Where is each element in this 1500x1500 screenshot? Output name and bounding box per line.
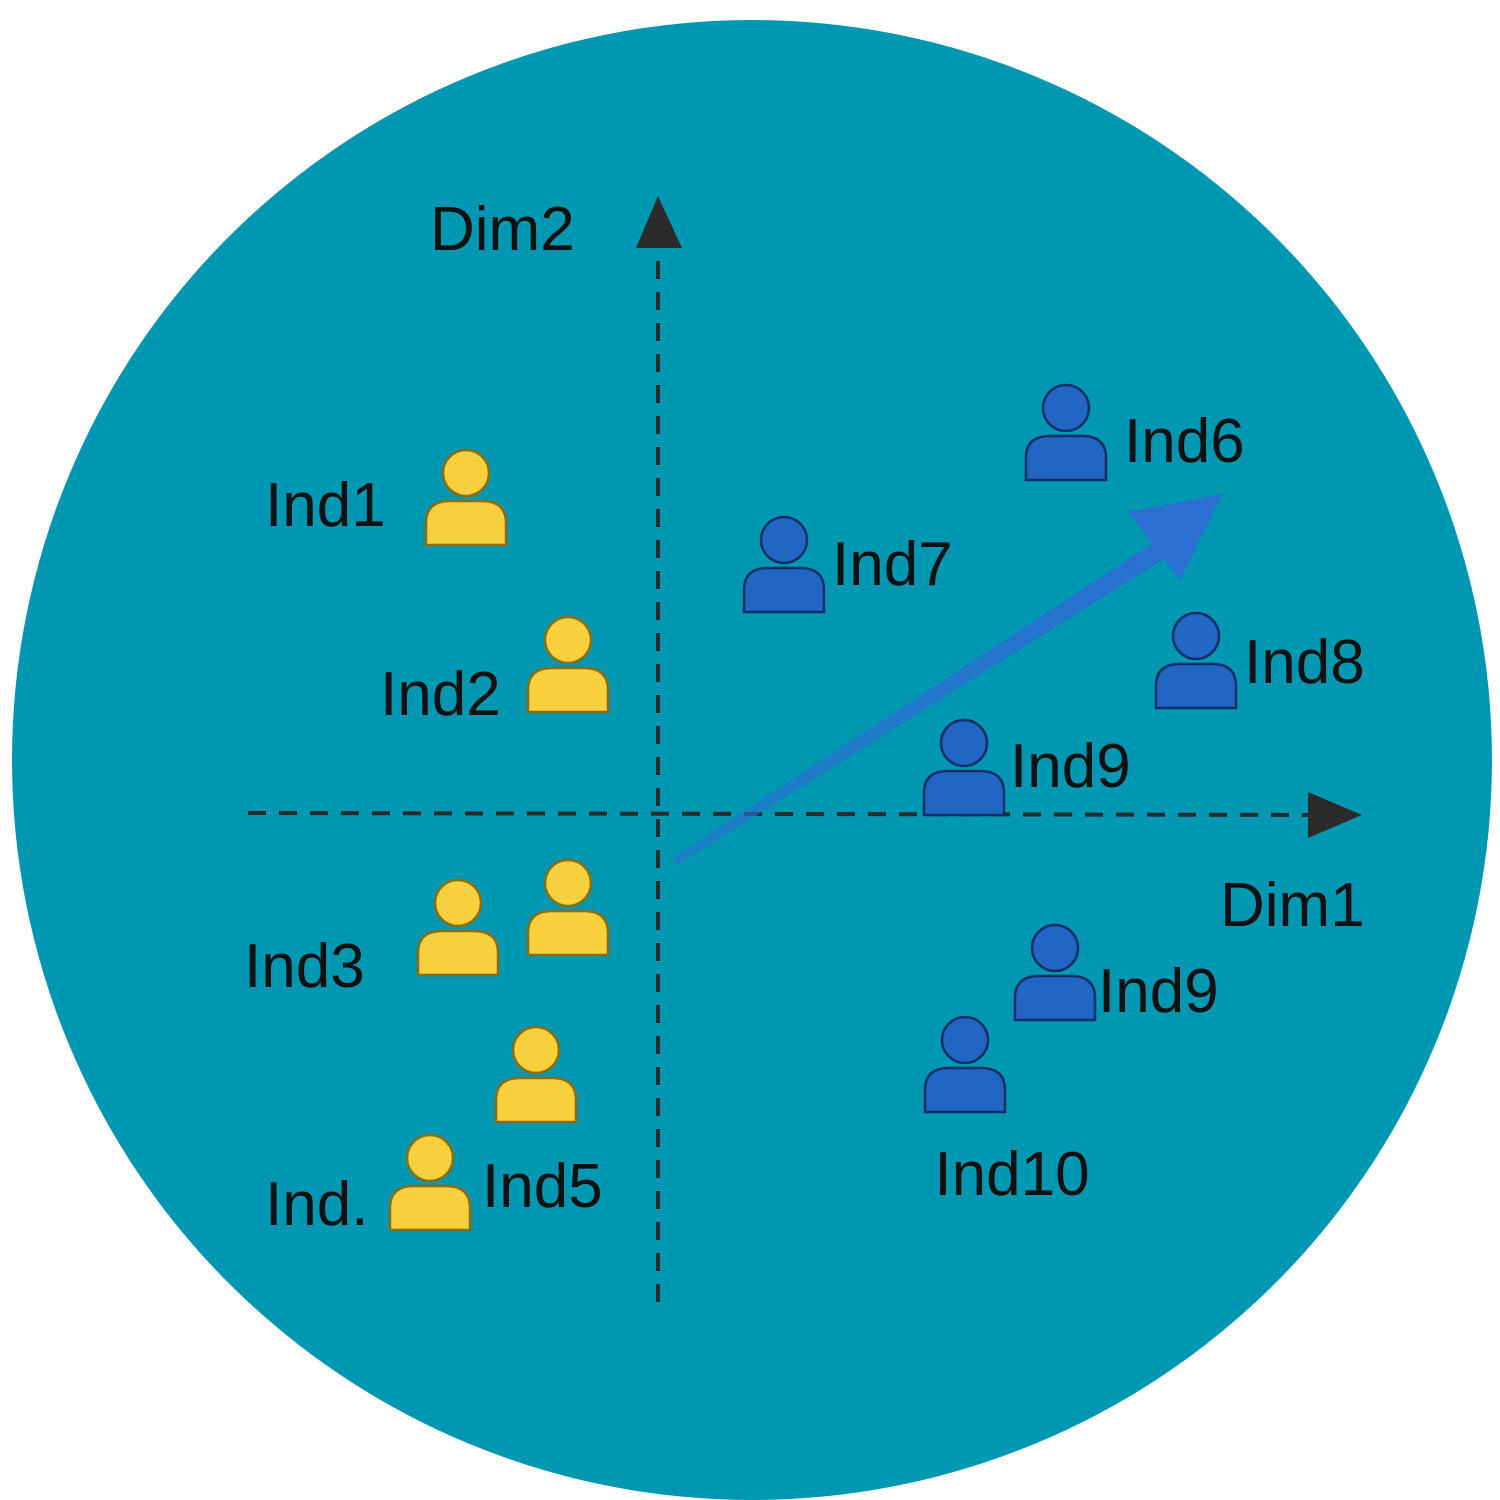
direction-arrow-shaft	[672, 540, 1170, 866]
individual-marker: Ind8	[1154, 611, 1365, 710]
background-circle	[12, 20, 1492, 1500]
individual-label: Ind5	[482, 1152, 603, 1221]
dim1-arrow-head	[1308, 792, 1362, 838]
individual-label: Ind9	[1010, 732, 1131, 801]
direction-arrow-head	[1128, 494, 1222, 580]
dim1-axis-line	[247, 811, 1319, 817]
person-icon	[1024, 383, 1108, 482]
axes: Dim1 Dim2	[247, 195, 1365, 1302]
individual-label: Ind10	[934, 1140, 1089, 1209]
individual-label: Ind.	[265, 1170, 368, 1239]
individual-marker	[526, 858, 610, 957]
person-icon	[923, 1015, 1007, 1114]
individual-label: Ind6	[1124, 407, 1245, 476]
individual-marker: Ind9	[1013, 923, 1219, 1026]
individuals-layer: Ind1Ind2Ind3Ind.Ind5Ind6Ind7Ind8Ind9Ind9…	[244, 383, 1365, 1239]
person-icon	[416, 878, 500, 977]
direction-arrow	[672, 494, 1222, 866]
individual-label: Ind9	[1098, 957, 1219, 1026]
individual-marker: Ind2	[380, 615, 610, 729]
person-icon	[526, 615, 610, 714]
individual-label: Ind1	[265, 471, 386, 540]
individual-marker: Ind1	[265, 448, 508, 547]
person-icon	[1013, 923, 1097, 1022]
individual-marker: Ind10	[923, 1015, 1090, 1209]
individual-marker: Ind6	[1024, 383, 1245, 482]
individual-label: Ind8	[1244, 628, 1365, 697]
individual-marker: Ind.	[265, 1133, 472, 1239]
person-icon	[494, 1025, 578, 1124]
person-icon	[742, 515, 826, 614]
individual-marker: Ind9	[922, 718, 1131, 817]
individual-marker: Ind5	[482, 1152, 603, 1221]
dim2-axis-label: Dim2	[430, 195, 575, 264]
person-icon	[1154, 611, 1238, 710]
dim2-arrow-head	[636, 196, 682, 248]
individual-label: Ind3	[244, 932, 365, 1001]
person-icon	[424, 448, 508, 547]
individual-label: Ind2	[380, 660, 501, 729]
individual-marker: Ind7	[742, 515, 953, 614]
person-icon	[526, 858, 610, 957]
individual-label: Ind7	[832, 530, 953, 599]
individual-marker: Ind3	[244, 878, 500, 1001]
dim1-axis-label: Dim1	[1220, 871, 1365, 940]
person-icon	[922, 718, 1006, 817]
individual-marker	[494, 1025, 578, 1124]
person-icon	[388, 1133, 472, 1232]
